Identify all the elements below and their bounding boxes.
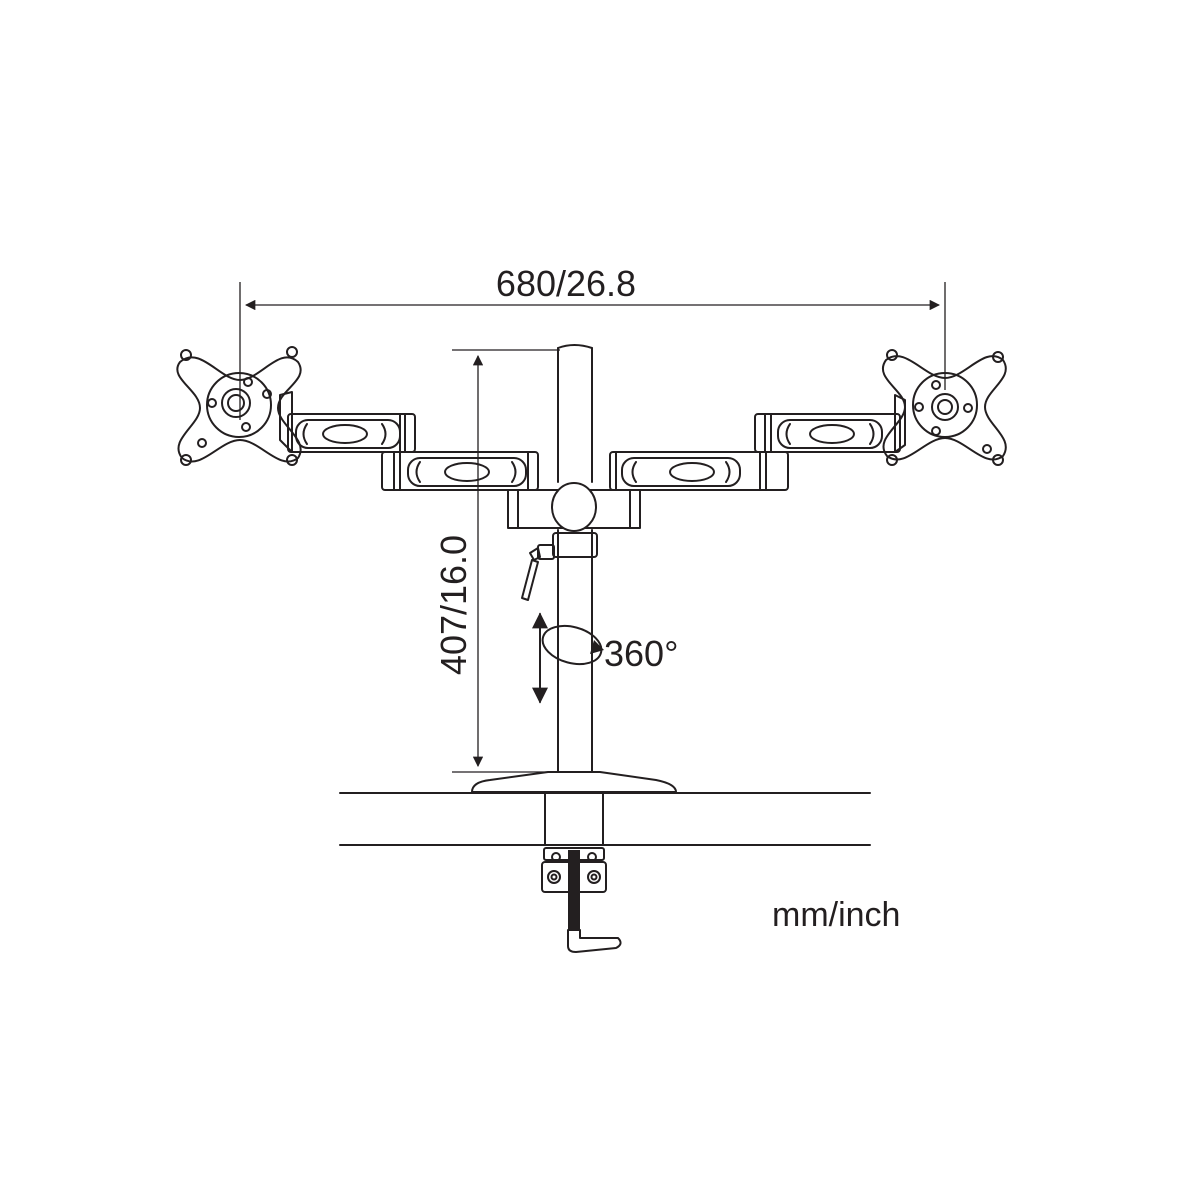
units-label: mm/inch (772, 896, 900, 934)
left-outer-arm (279, 391, 416, 453)
right-vesa-plate (882, 349, 1007, 466)
left-inner-arm (381, 451, 539, 491)
rotation-label: 360° (604, 633, 678, 674)
rotation-arrow (541, 624, 603, 666)
lock-lever (521, 544, 555, 601)
pole (552, 344, 598, 773)
width-dimension: 680/26.8 (239, 263, 946, 420)
height-label: 407/16.0 (433, 535, 474, 675)
desk-clamp (541, 847, 622, 953)
desk-mount (339, 771, 871, 846)
right-outer-arm (754, 394, 906, 453)
rotation-indicator: 360° (532, 612, 678, 704)
left-vesa-plate (176, 346, 302, 466)
width-label: 680/26.8 (496, 263, 636, 304)
right-inner-arm (609, 451, 789, 491)
height-dimension: 407/16.0 (433, 349, 560, 773)
center-hub (507, 482, 641, 532)
